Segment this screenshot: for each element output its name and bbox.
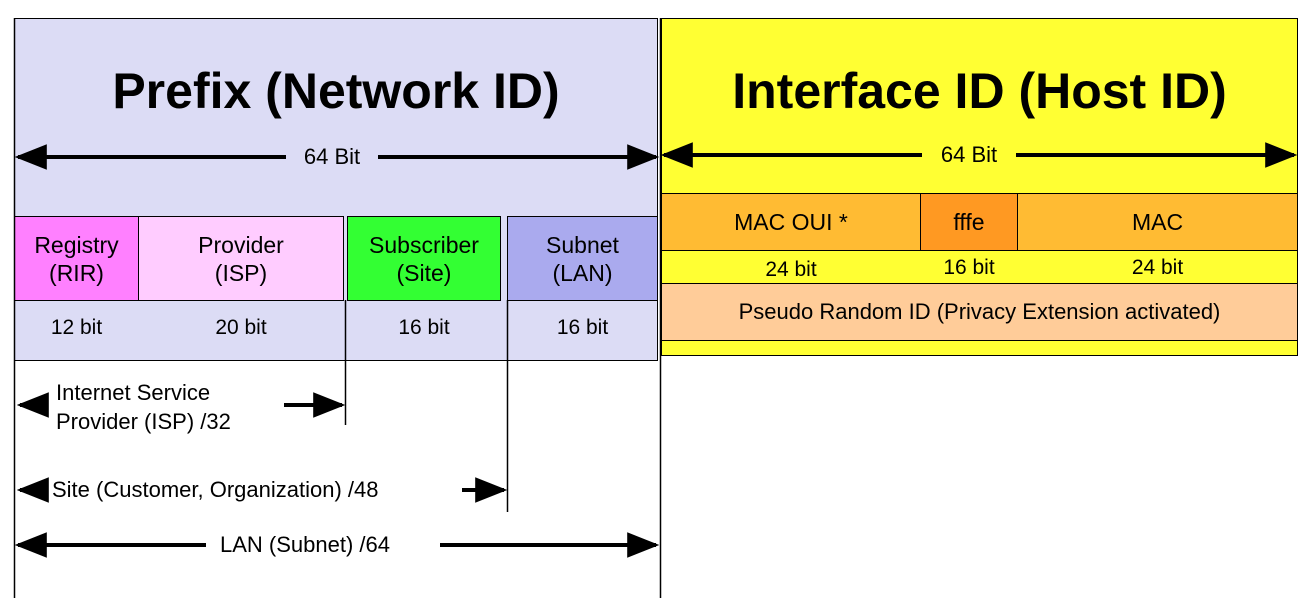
registry-field: Registry (RIR)	[14, 216, 139, 301]
interface-title: Interface ID (Host ID)	[732, 63, 1227, 119]
mac-oui-field: MAC OUI *	[661, 193, 921, 251]
subscriber-sublabel: (Site)	[396, 259, 452, 286]
prefix-title: Prefix (Network ID)	[112, 63, 560, 119]
fffe-bits: 16 bit	[943, 256, 995, 279]
isp-scope-label: Internet Service Provider (ISP) /32	[56, 378, 231, 436]
privacy-extension-label: Pseudo Random ID (Privacy Extension acti…	[738, 299, 1221, 324]
prefix-span-label: 64 Bit	[303, 144, 361, 169]
fffe-field: fffe	[920, 193, 1018, 251]
provider-sublabel: (ISP)	[214, 259, 268, 286]
subnet-label: Subnet	[546, 231, 619, 258]
subscriber-label: Subscriber	[369, 231, 479, 258]
privacy-extension-field: Pseudo Random ID (Privacy Extension acti…	[661, 283, 1298, 341]
fffe-label: fffe	[953, 209, 985, 235]
interface-span-label: 64 Bit	[940, 142, 998, 167]
mac-bits: 24 bit	[1131, 256, 1184, 279]
provider-label: Provider	[198, 231, 284, 258]
subnet-field: Subnet (LAN)	[507, 216, 658, 301]
isp-scope-line2: Provider (ISP) /32	[56, 409, 231, 434]
mac-oui-bits: 24 bit	[765, 258, 817, 281]
subnet-sublabel: (LAN)	[552, 259, 613, 286]
site-scope-label: Site (Customer, Organization) /48	[52, 477, 379, 502]
lan-scope-label: LAN (Subnet) /64	[220, 532, 390, 557]
provider-bits: 20 bit	[215, 316, 267, 339]
isp-scope-line1: Internet Service	[56, 380, 211, 405]
registry-sublabel: (RIR)	[49, 259, 104, 286]
provider-field: Provider (ISP)	[138, 216, 344, 301]
mac-oui-label: MAC OUI *	[734, 209, 848, 235]
mac-label: MAC	[1131, 209, 1184, 235]
registry-bits: 12 bit	[50, 316, 103, 339]
subscriber-bits: 16 bit	[398, 316, 450, 339]
prefix-panel	[14, 18, 658, 361]
subnet-bits: 16 bit	[556, 316, 609, 339]
subscriber-field: Subscriber (Site)	[347, 216, 501, 301]
mac-field: MAC	[1017, 193, 1298, 251]
registry-label: Registry	[34, 231, 119, 258]
